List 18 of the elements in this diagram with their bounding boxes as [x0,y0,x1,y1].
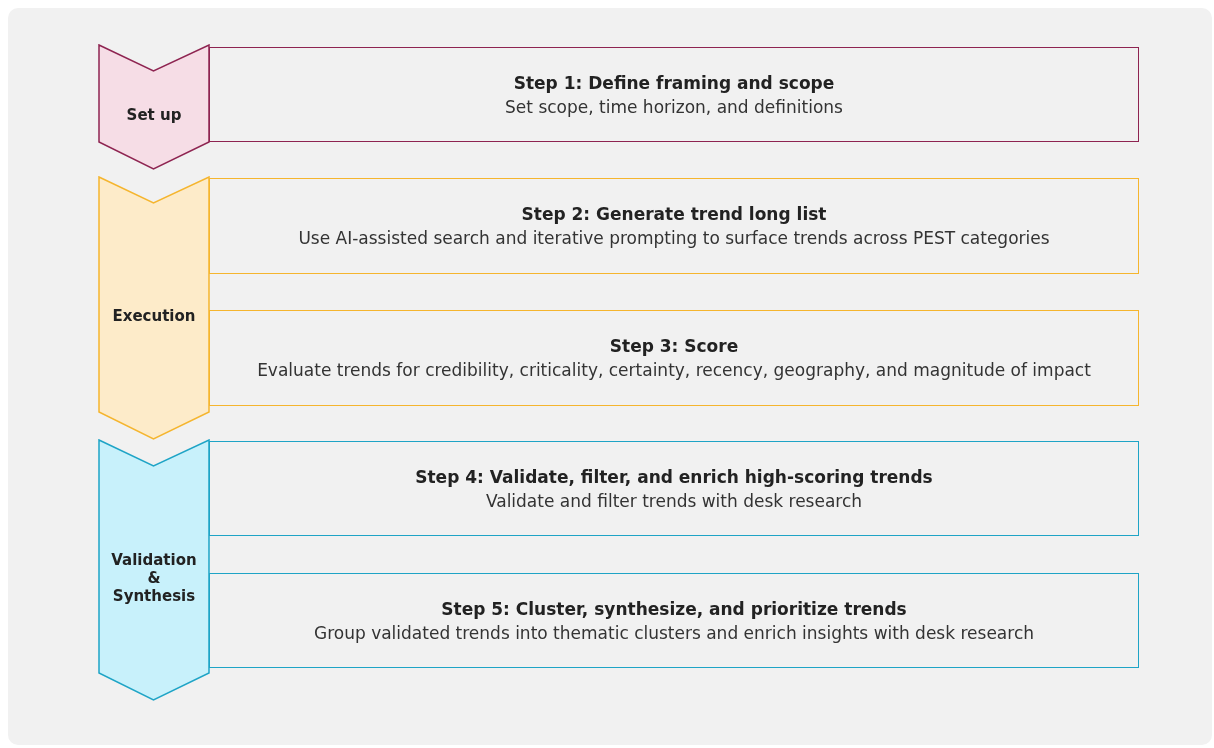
step-box [209,441,1139,536]
step-description: Validate and filter trends with desk research [485,489,863,513]
step-description: Evaluate trends for credibility, criticality, certainty, recency, geography, and magnitude of impact [257,359,1091,382]
phase-label: Validation & Synthesis [110,551,198,605]
step-heading: Step 3: Score [609,335,739,358]
phase-label: Execution [111,307,197,325]
step-heading: Step 5: Cluster, synthesize, and prioritize trends [441,597,907,621]
phase-label: Set up [125,106,183,124]
step-box [209,178,1139,274]
step-heading: Step 1: Define framing and scope [513,71,835,95]
step-box [209,47,1139,142]
step-heading: Step 2: Generate trend long list [521,203,827,226]
step-heading: Step 4: Validate, filter, and enrich high-scoring trends [415,465,933,489]
step-box [209,573,1139,668]
step-description: Group validated trends into thematic clusters and enrich insights with desk research [313,621,1034,645]
step-description: Use AI-assisted search and iterative prompting to surface trends across PEST categories [298,227,1050,250]
step-description: Set scope, time horizon, and definitions [505,95,843,119]
step-box [209,310,1139,406]
